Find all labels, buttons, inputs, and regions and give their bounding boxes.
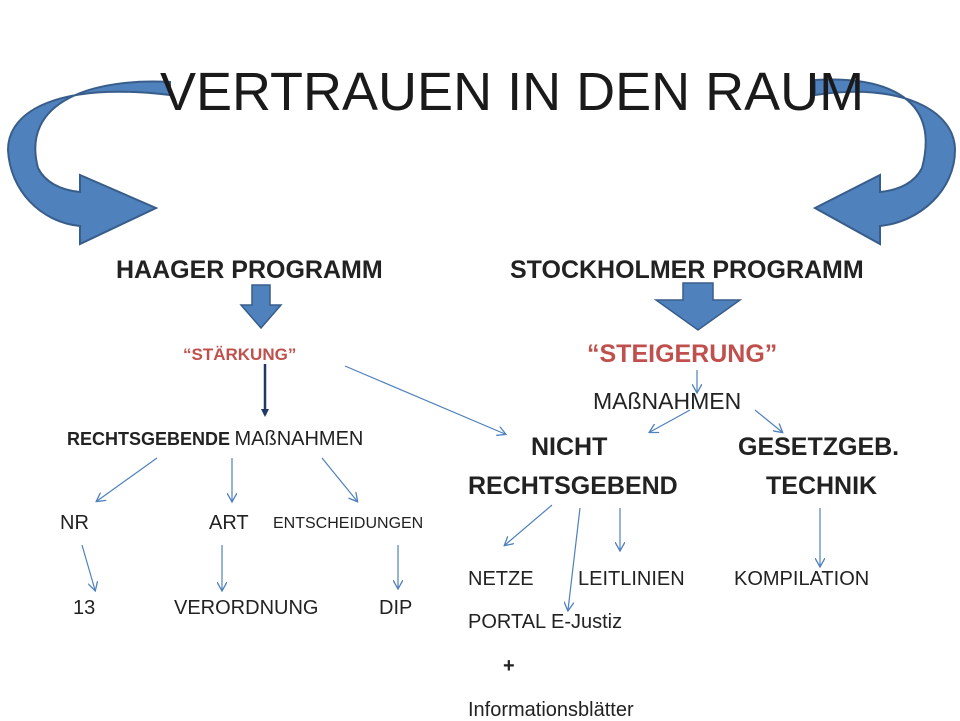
connector-to-netze: [505, 504, 553, 545]
branch-nr: NR: [60, 512, 89, 534]
heading-haager-programm: HAAGER PROGRAMM: [116, 256, 383, 284]
branch-nicht-line1: NICHT: [531, 433, 608, 461]
right-measures: MAßNAHMEN: [593, 388, 742, 414]
branch-art: ART: [209, 512, 249, 534]
curved-arrow-left: [6, 80, 171, 246]
result-kompilation: KOMPILATION: [734, 568, 870, 590]
branch-gesetzgeb-line2: TECHNIK: [766, 472, 878, 500]
connector-staerkung-nicht: [344, 365, 505, 434]
slide-title: VERTRAUEN IN DEN RAUM: [160, 62, 865, 122]
block-arrow-left: [239, 284, 283, 330]
result-13: 13: [73, 597, 96, 619]
branch-nicht-line2: RECHTSGEBEND: [468, 472, 678, 500]
connector-to-portal: [568, 507, 581, 610]
left-measures: RECHTSGEBENDE MAßNAHMEN: [67, 429, 363, 449]
result-verordnung: VERORDNUNG: [174, 597, 319, 619]
connector-massnahmen-gesetz: [754, 409, 782, 432]
left-measures-bold: RECHTSGEBENDE: [67, 429, 231, 449]
branch-entscheidungen: ENTSCHEIDUNGEN: [273, 515, 424, 532]
connector-to-nr: [97, 457, 158, 501]
branch-gesetzgeb-line1: GESETZGEB.: [738, 433, 900, 461]
result-dip: DIP: [379, 597, 413, 619]
connector-to-entscheidungen: [321, 457, 357, 501]
result-leitlinien: LEITLINIEN: [578, 568, 685, 590]
result-informationsblaetter: Informationsblätter: [468, 699, 634, 721]
curved-arrow-right: [812, 78, 957, 246]
keyword-staerkung: “STÄRKUNG”: [183, 345, 297, 364]
result-portal-ejustiz: PORTAL E-Justiz: [468, 611, 623, 633]
plus-sign: +: [503, 655, 515, 677]
connector-massnahmen-nicht: [650, 409, 691, 432]
connector-nr-13: [81, 544, 95, 590]
left-measures-rest: MAßNAHMEN: [234, 428, 364, 450]
block-arrow-right: [653, 282, 743, 331]
heading-stockholmer-programm: STOCKHOLMER PROGRAMM: [510, 256, 864, 284]
keyword-steigerung: “STEIGERUNG”: [587, 340, 778, 368]
result-netze: NETZE: [468, 568, 534, 590]
